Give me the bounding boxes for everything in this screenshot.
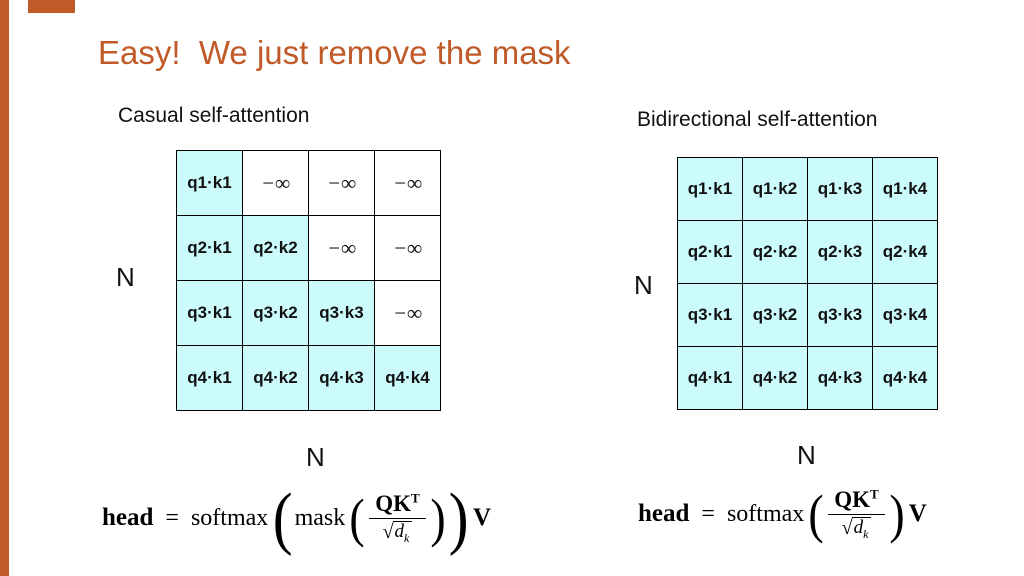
- matrix-cell: q1·k2: [743, 158, 808, 221]
- matrix-cell: −∞: [375, 281, 441, 346]
- matrix-cell: q1·k1: [177, 151, 243, 216]
- matrix-cell: q1·k1: [678, 158, 743, 221]
- matrix-cell: −∞: [309, 151, 375, 216]
- transpose-symbol: T: [870, 486, 879, 502]
- radical-sign: √: [841, 517, 853, 540]
- sqrt-dk-denominator: √dk: [842, 515, 872, 541]
- bidirectional-attention-formula: head = softmax ( QKT √dk ) V: [638, 472, 927, 556]
- matrix-cell: −∞: [375, 151, 441, 216]
- close-paren: ): [448, 479, 469, 557]
- formula-head-term: head: [638, 500, 690, 527]
- matrix-cell: q4·k2: [243, 346, 309, 411]
- matrix-cell: −∞: [309, 216, 375, 281]
- value-matrix-term: V: [908, 500, 927, 527]
- causal-heading: Casual self-attention: [118, 104, 310, 127]
- matrix-cell: q1·k3: [808, 158, 873, 221]
- matrix-cell: q2·k3: [808, 221, 873, 284]
- matrix-cell: q3·k2: [243, 281, 309, 346]
- mask-term: mask: [294, 504, 346, 531]
- matrix-cell: q4·k3: [808, 347, 873, 410]
- sqrt-dk-denominator: √dk: [383, 519, 413, 545]
- matrix-cell: q3·k4: [873, 284, 938, 347]
- value-matrix-term: V: [473, 504, 492, 531]
- matrix-cell: q3·k3: [808, 284, 873, 347]
- equals-sign: =: [701, 500, 715, 527]
- bidirectional-heading: Bidirectional self-attention: [637, 108, 878, 131]
- matrix-cell: q3·k1: [678, 284, 743, 347]
- softmax-term: softmax: [726, 500, 805, 527]
- matrix-cell: q4·k4: [375, 346, 441, 411]
- slide-title: Easy! We just remove the mask: [98, 34, 571, 71]
- close-paren: ): [430, 487, 446, 548]
- top-accent-rect: [28, 0, 75, 13]
- matrix-cell: q2·k2: [743, 221, 808, 284]
- bidirectional-n-cols-label: N: [797, 440, 816, 470]
- matrix-cell: q4·k3: [309, 346, 375, 411]
- matrix-cell: q1·k4: [873, 158, 938, 221]
- matrix-cell: q4·k2: [743, 347, 808, 410]
- softmax-term: softmax: [190, 504, 269, 531]
- qk-transpose-numerator: QKT: [828, 486, 885, 516]
- matrix-cell: q2·k1: [177, 216, 243, 281]
- left-accent-bar: [0, 0, 9, 576]
- transpose-symbol: T: [411, 490, 420, 506]
- open-paren: (: [349, 487, 365, 548]
- matrix-cell: q2·k1: [678, 221, 743, 284]
- matrix-cell: −∞: [375, 216, 441, 281]
- matrix-cell: q3·k2: [743, 284, 808, 347]
- equals-sign: =: [165, 504, 179, 531]
- open-paren: (: [808, 483, 824, 544]
- matrix-cell: q2·k4: [873, 221, 938, 284]
- matrix-cell: q4·k4: [873, 347, 938, 410]
- causal-n-cols-label: N: [306, 442, 325, 472]
- bidirectional-n-rows-label: N: [634, 270, 653, 300]
- formula-head-term: head: [102, 504, 154, 531]
- close-paren: ): [889, 483, 905, 544]
- causal-attention-formula: head = softmax ( mask ( QKT √dk ) ) V: [102, 476, 491, 560]
- matrix-cell: q2·k2: [243, 216, 309, 281]
- matrix-cell: q4·k1: [177, 346, 243, 411]
- qk-transpose-numerator: QKT: [369, 490, 426, 520]
- radical-sign: √: [382, 521, 394, 544]
- open-paren: (: [273, 479, 293, 557]
- matrix-cell: q3·k3: [309, 281, 375, 346]
- qk-over-sqrt-dk-fraction: QKT √dk: [828, 486, 885, 541]
- qk-over-sqrt-dk-fraction: QKT √dk: [369, 490, 426, 545]
- matrix-cell: −∞: [243, 151, 309, 216]
- matrix-cell: q4·k1: [678, 347, 743, 410]
- matrix-cell: q3·k1: [177, 281, 243, 346]
- causal-n-rows-label: N: [116, 262, 135, 292]
